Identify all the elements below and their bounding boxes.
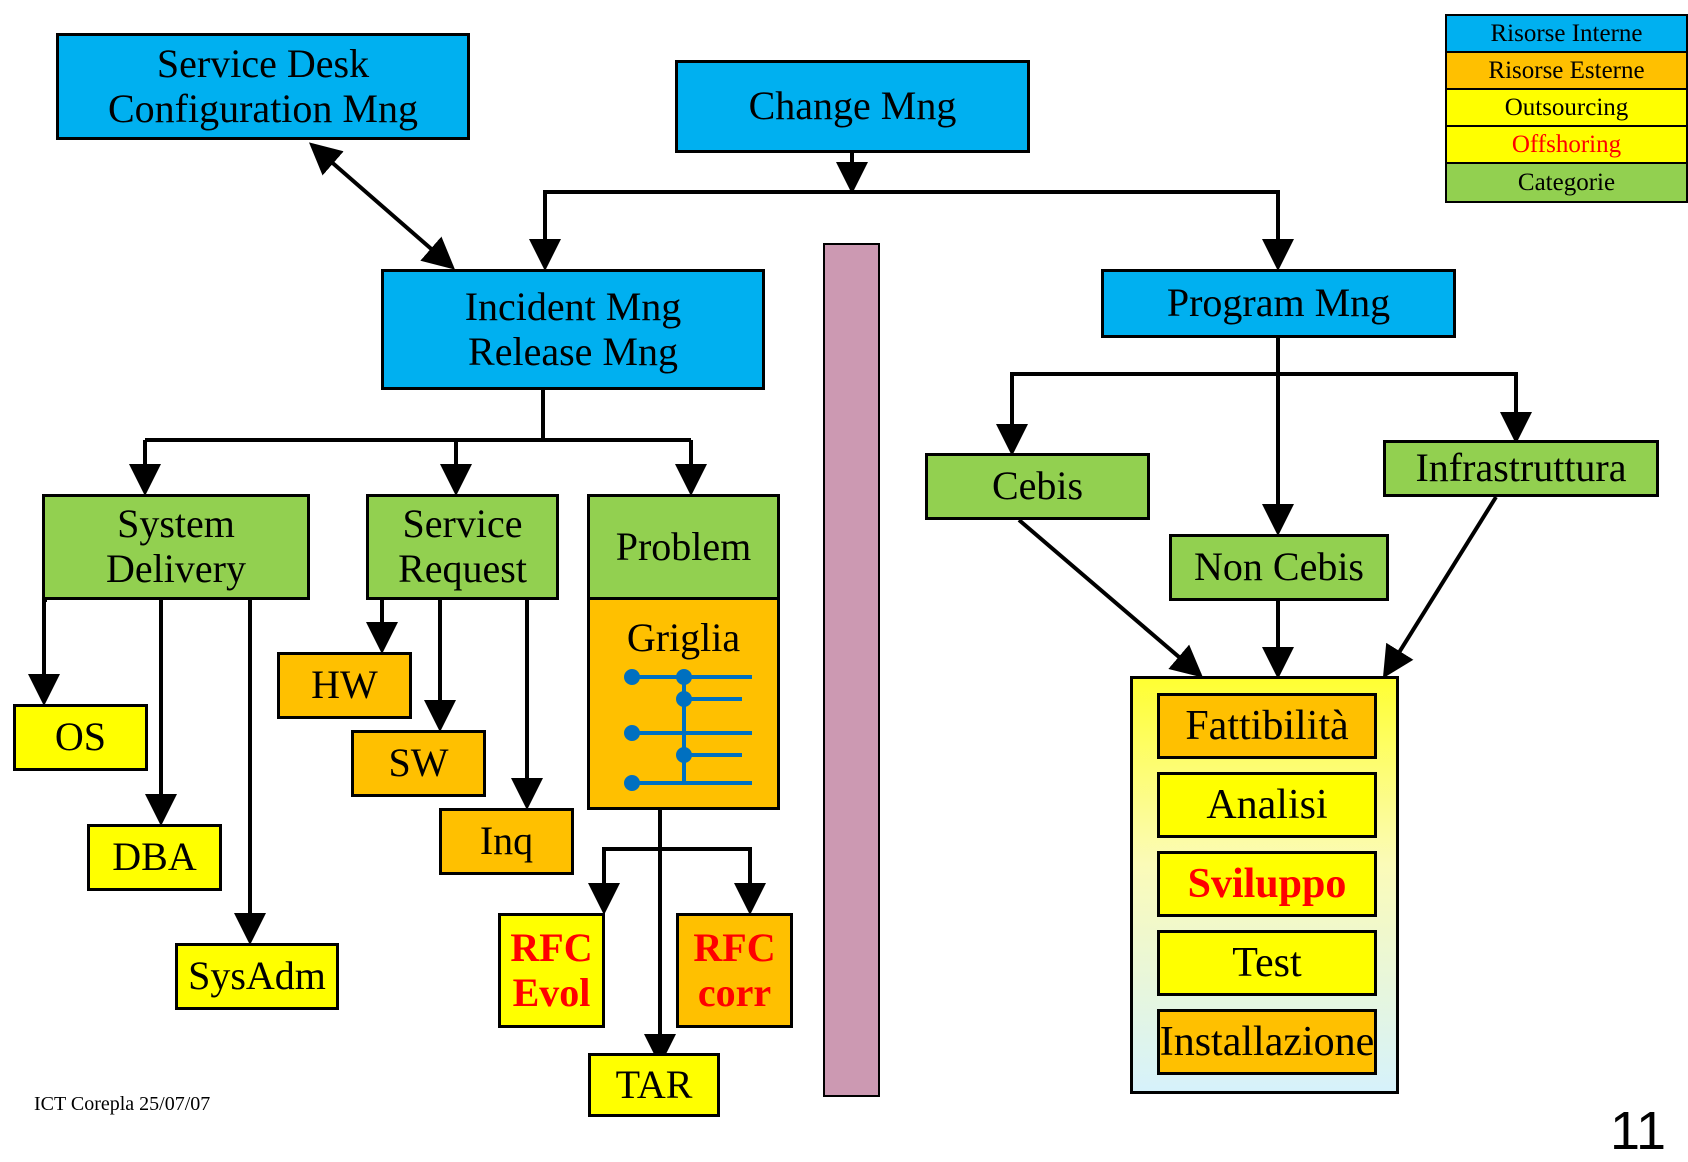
- page-number: 11: [1610, 1101, 1667, 1161]
- service-request-line1: Service: [402, 501, 523, 547]
- service-desk-line2: Configuration Mng: [108, 85, 418, 131]
- infrastruttura-label: Infrastruttura: [1415, 445, 1627, 491]
- dba-node[interactable]: DBA: [87, 824, 222, 891]
- footer-text: ICT Corepla 25/07/07: [34, 1093, 211, 1115]
- legend-risorse-esterne: Risorse Esterne: [1447, 53, 1686, 90]
- service-desk-line1: Service Desk: [156, 40, 370, 86]
- rfc-evol-line2: Evol: [512, 969, 591, 1015]
- incident-mng-line1: Incident Mng: [464, 283, 682, 329]
- phase-test-label: Test: [1232, 940, 1302, 986]
- non-cebis-node[interactable]: Non Cebis: [1169, 534, 1389, 601]
- griglia-label: Griglia: [626, 615, 741, 660]
- griglia-node[interactable]: Griglia: [587, 597, 780, 810]
- inq-node[interactable]: Inq: [439, 808, 574, 875]
- rfc-corr-node[interactable]: RFC corr: [676, 913, 793, 1028]
- phase-analisi[interactable]: Analisi: [1157, 772, 1377, 838]
- legend-outsourcing: Outsourcing: [1447, 90, 1686, 127]
- service-request-node[interactable]: Service Request: [366, 494, 559, 600]
- legend-outsourcing-label: Outsourcing: [1504, 94, 1629, 121]
- os-label: OS: [54, 714, 107, 760]
- phase-installazione[interactable]: Installazione: [1157, 1009, 1377, 1075]
- rfc-evol-node[interactable]: RFC Evol: [498, 913, 605, 1028]
- legend-offshoring: Offshoring: [1447, 127, 1686, 164]
- dba-label: DBA: [112, 834, 197, 880]
- sysadm-node[interactable]: SysAdm: [175, 943, 339, 1010]
- rfc-evol-line1: RFC: [510, 924, 593, 970]
- cebis-label: Cebis: [991, 463, 1084, 509]
- hw-node[interactable]: HW: [277, 652, 412, 719]
- incident-mng-node[interactable]: Incident Mng Release Mng: [381, 269, 765, 390]
- phase-test[interactable]: Test: [1157, 930, 1377, 996]
- legend-risorse-interne-label: Risorse Interne: [1490, 20, 1643, 47]
- incident-mng-line2: Release Mng: [468, 328, 678, 374]
- development-phases-panel: Fattibilità Analisi Sviluppo Test Instal…: [1130, 676, 1399, 1094]
- system-delivery-line1: System: [117, 501, 235, 547]
- problem-node[interactable]: Problem: [587, 494, 780, 600]
- phase-fattibilita-label: Fattibilità: [1185, 703, 1349, 749]
- system-delivery-node[interactable]: System Delivery: [42, 494, 310, 600]
- service-request-line2: Request: [398, 546, 527, 591]
- inq-label: Inq: [479, 818, 534, 864]
- legend-risorse-interne: Risorse Interne: [1447, 16, 1686, 53]
- legend-categorie: Categorie: [1447, 164, 1686, 201]
- phase-sviluppo[interactable]: Sviluppo: [1157, 851, 1377, 917]
- program-mng-label: Program Mng: [1166, 280, 1391, 326]
- phase-analisi-label: Analisi: [1206, 782, 1328, 828]
- legend-categorie-label: Categorie: [1517, 169, 1616, 196]
- phase-sviluppo-label: Sviluppo: [1187, 861, 1347, 907]
- sw-node[interactable]: SW: [351, 730, 486, 797]
- servicedesk-incident-arrow: [308, 142, 456, 270]
- sysadm-label: SysAdm: [188, 953, 326, 999]
- cebis-node[interactable]: Cebis: [925, 453, 1150, 520]
- infrastruttura-node[interactable]: Infrastruttura: [1383, 440, 1659, 497]
- problem-label: Problem: [615, 523, 752, 569]
- phase-installazione-label: Installazione: [1159, 1019, 1375, 1065]
- change-mng-label: Change Mng: [748, 83, 957, 129]
- phase-fattibilita[interactable]: Fattibilità: [1157, 693, 1377, 759]
- sw-label: SW: [388, 740, 449, 786]
- connector-lines: [28, 142, 1532, 1066]
- rfc-corr-line1: RFC: [693, 924, 776, 970]
- separator-bar: [823, 243, 880, 1097]
- legend-risorse-esterne-label: Risorse Esterne: [1488, 57, 1645, 84]
- service-desk-node[interactable]: Service Desk Configuration Mng: [56, 33, 470, 140]
- tar-label: TAR: [615, 1061, 693, 1107]
- legend-offshoring-label: Offshoring: [1511, 131, 1622, 158]
- hw-label: HW: [311, 662, 378, 708]
- grid-icon: [623, 668, 752, 791]
- tar-node[interactable]: TAR: [588, 1053, 720, 1117]
- change-mng-node[interactable]: Change Mng: [675, 60, 1030, 153]
- os-node[interactable]: OS: [13, 704, 148, 771]
- system-delivery-line2: Delivery: [106, 546, 246, 591]
- non-cebis-label: Non Cebis: [1194, 544, 1364, 590]
- program-mng-node[interactable]: Program Mng: [1101, 269, 1456, 338]
- legend: Risorse Interne Risorse Esterne Outsourc…: [1445, 14, 1688, 203]
- rfc-corr-line2: corr: [697, 969, 772, 1015]
